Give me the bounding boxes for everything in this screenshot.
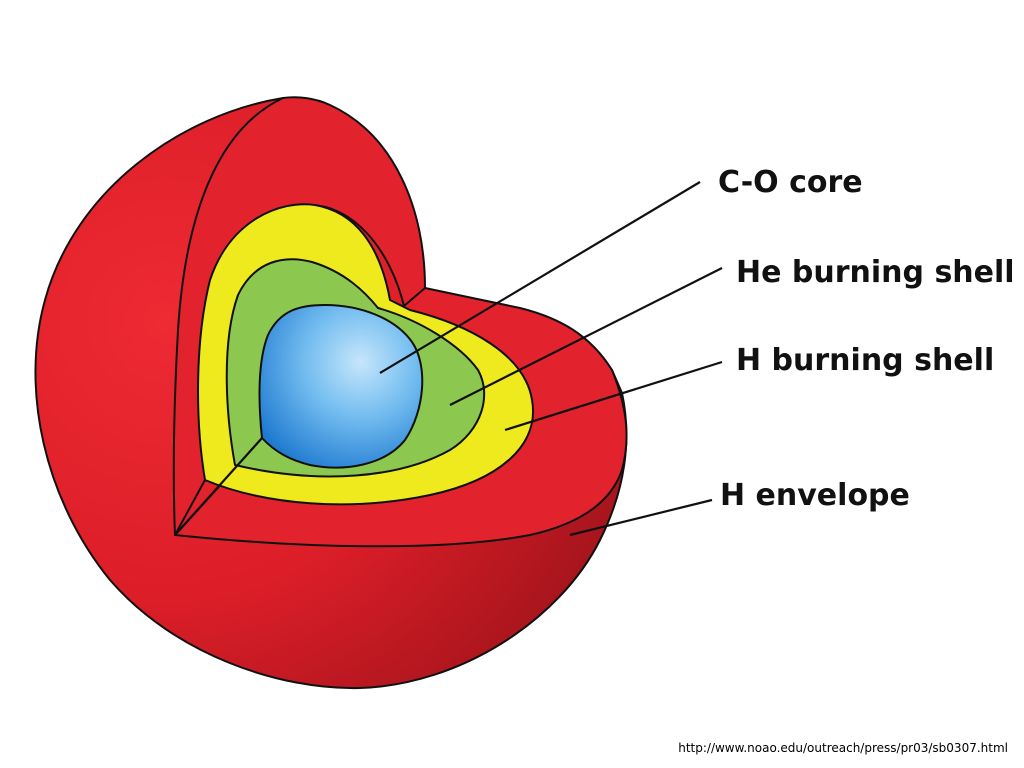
- co-core-sphere: [258, 304, 424, 469]
- label-co-core: C-O core: [718, 165, 863, 200]
- leader-h-envelope: [569, 498, 713, 537]
- leader-he-burning-shell: [449, 267, 723, 406]
- label-he-burning-shell: He burning shell: [736, 255, 1015, 290]
- leader-co-core: [379, 181, 701, 374]
- leader-h-burning-shell: [504, 360, 723, 432]
- label-h-envelope: H envelope: [720, 478, 910, 513]
- wedge-inner-edge: [174, 437, 263, 536]
- source-url[interactable]: http://www.noao.edu/outreach/press/pr03/…: [678, 741, 1008, 755]
- label-h-burning-shell: H burning shell: [736, 343, 994, 378]
